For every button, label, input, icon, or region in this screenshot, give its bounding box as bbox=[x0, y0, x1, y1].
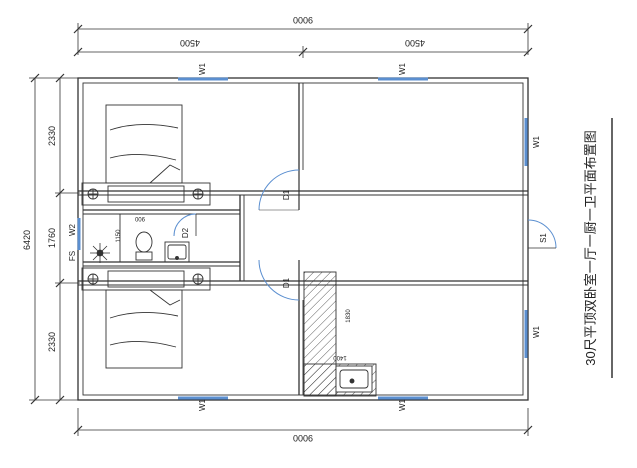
door-label-d1-bottom: D1 bbox=[282, 277, 291, 288]
dim-top-right: 4500 bbox=[405, 38, 425, 48]
dim-left-bottom: 2330 bbox=[47, 332, 57, 352]
windows bbox=[77, 77, 528, 400]
shower-head-icon bbox=[90, 243, 110, 263]
kitchen-sink-icon bbox=[335, 365, 373, 393]
window-label-w1-right-bottom: W1 bbox=[532, 325, 541, 338]
dim-bottom-total: 9000 bbox=[293, 433, 313, 443]
dim-left-mid: 1760 bbox=[47, 228, 57, 248]
dim-900: 900 bbox=[134, 215, 145, 221]
dim-1150: 1150 bbox=[116, 229, 122, 243]
plan-title: 30尺平顶双卧室一厅一厨一卫平面布置图 bbox=[583, 130, 598, 365]
doors bbox=[173, 169, 557, 301]
dim-1400: 1400 bbox=[333, 354, 347, 360]
bed-icon bbox=[81, 104, 211, 206]
window-label-w1-bottom-left: W1 bbox=[198, 398, 207, 411]
window-label-w1-top-left: W1 bbox=[198, 62, 207, 75]
window-label-w1-right-top: W1 bbox=[532, 135, 541, 148]
door-label-d1-top: D1 bbox=[282, 189, 291, 200]
bed-icon bbox=[81, 267, 211, 369]
dim-top-total: 9000 bbox=[293, 15, 313, 25]
door-label-s1: S1 bbox=[539, 233, 548, 243]
dimension-ticks bbox=[30, 24, 533, 435]
dim-left-top: 2330 bbox=[47, 126, 57, 146]
walls bbox=[77, 77, 529, 401]
window-label-w2: W2 bbox=[68, 223, 77, 236]
fs-label: FS bbox=[68, 251, 77, 261]
dim-top-left: 4500 bbox=[180, 38, 200, 48]
door-label-d2: D2 bbox=[181, 227, 190, 238]
window-label-w1-bottom-right: W1 bbox=[398, 398, 407, 411]
dim-1830: 1830 bbox=[346, 309, 352, 323]
window-label-w1-top-right: W1 bbox=[398, 62, 407, 75]
dimension-lines bbox=[29, 23, 529, 436]
wash-basin-icon bbox=[164, 241, 190, 263]
dim-left-total: 6420 bbox=[22, 230, 32, 250]
toilet-icon bbox=[135, 231, 153, 261]
